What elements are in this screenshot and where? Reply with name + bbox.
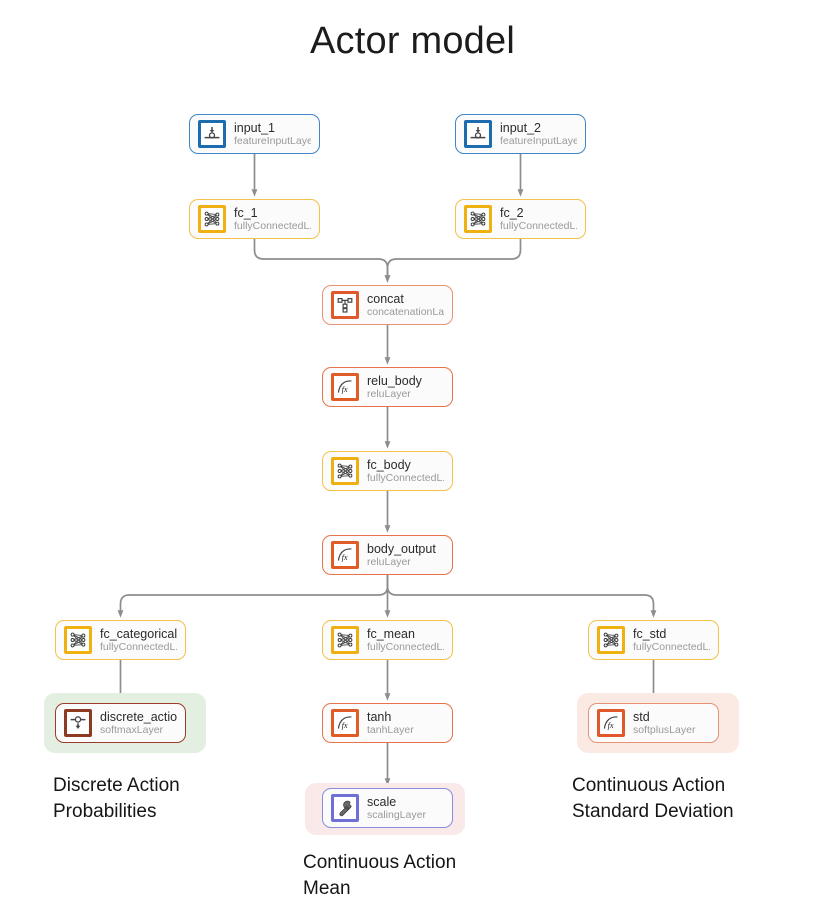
layer-type: reluLayer xyxy=(367,556,411,568)
svg-text:fx: fx xyxy=(342,721,348,730)
function-fx-icon: fx xyxy=(331,373,359,401)
layer-type: scalingLayer xyxy=(367,809,426,821)
fully-connected-icon xyxy=(198,205,226,233)
layer-name: fc_1 xyxy=(234,205,258,220)
feature-input-icon xyxy=(198,120,226,148)
edge-fc_2-to-concat xyxy=(384,239,522,283)
layer-type: fullyConnectedL... xyxy=(500,220,577,232)
edge-body_output-to-fc_std xyxy=(386,575,657,618)
layer-type: fullyConnectedL... xyxy=(633,641,710,653)
softmax-icon xyxy=(64,709,92,737)
concatenation-icon xyxy=(331,291,359,319)
wrench-icon xyxy=(331,794,359,822)
caption-std: Continuous Action Standard Deviation xyxy=(572,775,734,822)
layer-type: fullyConnectedL... xyxy=(367,641,444,653)
fully-connected-icon xyxy=(331,457,359,485)
layer-type: concatenationLa... xyxy=(367,306,444,318)
layer-name: fc_mean xyxy=(367,626,415,641)
layer-type: featureInputLayer xyxy=(234,135,311,147)
layer-name: concat xyxy=(367,291,404,306)
fully-connected-icon xyxy=(331,626,359,654)
layer-type: softplusLayer xyxy=(633,724,696,736)
layer-name: scale xyxy=(367,794,397,809)
layer-name: std xyxy=(633,709,650,724)
layer-node-discrete_action[interactable]: discrete_action_psoftmaxLayer xyxy=(55,703,186,743)
layer-type: softmaxLayer xyxy=(100,724,164,736)
caption-mean: Continuous Action Mean xyxy=(303,852,457,899)
svg-text:fx: fx xyxy=(342,385,348,394)
layer-name: fc_categorical xyxy=(100,626,177,641)
edge-body_output-to-fc_categorical xyxy=(117,575,389,618)
feature-input-icon xyxy=(464,120,492,148)
layer-label-group: discrete_action_psoftmaxLayer xyxy=(100,710,177,737)
svg-text:fx: fx xyxy=(342,553,348,562)
layer-name: relu_body xyxy=(367,373,422,388)
function-fx-icon: fx xyxy=(331,709,359,737)
layer-name: input_1 xyxy=(234,120,276,135)
page-title: Actor model xyxy=(310,20,515,62)
layer-name: fc_std xyxy=(633,626,667,641)
fully-connected-icon xyxy=(464,205,492,233)
layer-type: tanhLayer xyxy=(367,724,414,736)
layer-name: input_2 xyxy=(500,120,542,135)
layer-type: fullyConnectedL... xyxy=(100,641,177,653)
layer-name: tanh xyxy=(367,709,392,724)
layer-type: featureInputLayer xyxy=(500,135,577,147)
layer-type: fullyConnectedL... xyxy=(234,220,311,232)
layer-name: fc_body xyxy=(367,457,411,472)
edge-fc_1-to-concat xyxy=(253,239,391,283)
function-fx-icon: fx xyxy=(331,541,359,569)
caption-discrete: Discrete Action Probabilities xyxy=(53,775,180,822)
layer-name: body_output xyxy=(367,541,436,556)
layer-type: fullyConnectedL... xyxy=(367,472,444,484)
fully-connected-icon xyxy=(64,626,92,654)
svg-text:fx: fx xyxy=(608,721,614,730)
layer-type: reluLayer xyxy=(367,388,411,400)
function-fx-icon: fx xyxy=(597,709,625,737)
layer-name: discrete_action_p xyxy=(100,709,177,724)
fully-connected-icon xyxy=(597,626,625,654)
layer-name: fc_2 xyxy=(500,205,524,220)
